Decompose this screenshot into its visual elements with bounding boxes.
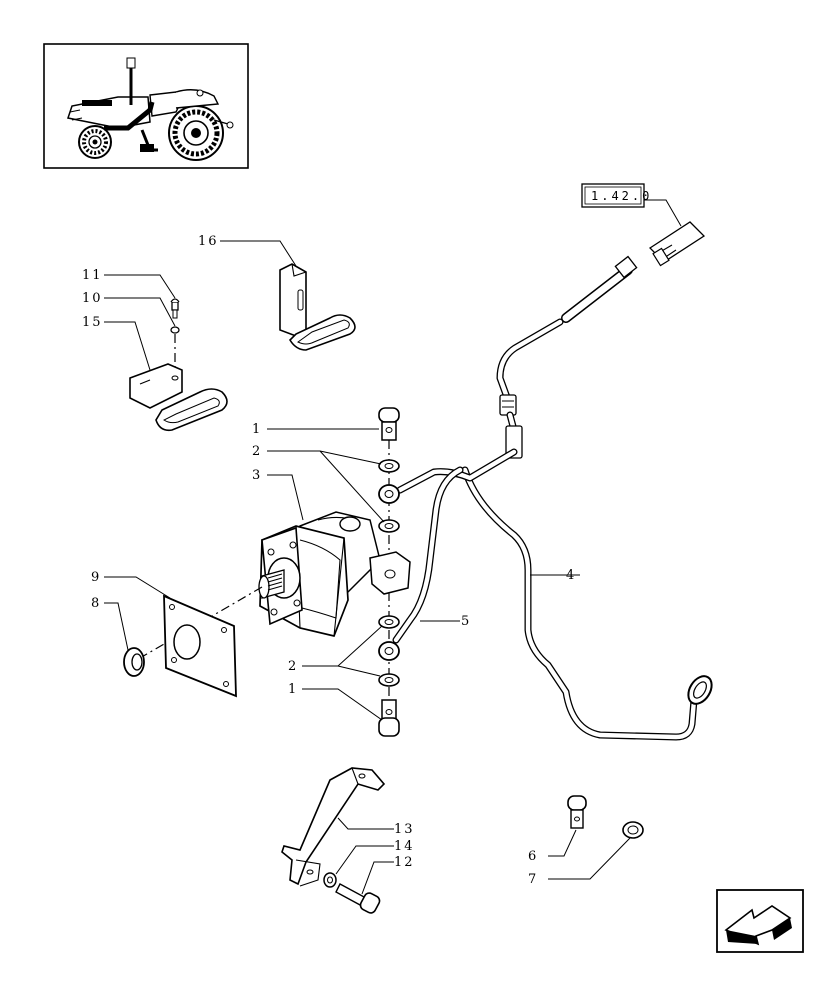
leader-lines bbox=[104, 240, 631, 895]
next-page-arrow-icon[interactable] bbox=[716, 889, 804, 953]
callout-10: 10 bbox=[82, 291, 103, 306]
bracket-16 bbox=[279, 263, 356, 351]
callout-1-top: 1 bbox=[252, 422, 262, 437]
plug-6 bbox=[567, 795, 587, 829]
callout-2-bottom: 2 bbox=[288, 659, 298, 674]
bolt-11 bbox=[171, 301, 179, 311]
tractor-thumbnail bbox=[43, 43, 249, 169]
callout-1-bottom: 1 bbox=[288, 682, 298, 697]
callout-2-top: 2 bbox=[252, 444, 262, 459]
bracket-13 bbox=[281, 767, 386, 887]
callout-13: 13 bbox=[394, 822, 415, 837]
supply-hose bbox=[496, 255, 638, 459]
pipe-4 bbox=[461, 466, 713, 741]
hydraulic-pump bbox=[258, 511, 411, 637]
callout-9: 9 bbox=[91, 570, 101, 585]
callout-6: 6 bbox=[528, 849, 538, 864]
callout-16: 16 bbox=[198, 234, 219, 249]
washer-7 bbox=[622, 821, 644, 839]
hose-end-fitting bbox=[648, 221, 706, 267]
callout-11: 11 bbox=[82, 268, 103, 283]
callout-3: 3 bbox=[252, 468, 262, 483]
shaft-seal bbox=[123, 647, 145, 677]
banjo-bolt-bottom bbox=[378, 699, 400, 737]
banjo-bolt-top bbox=[378, 407, 400, 441]
callout-8: 8 bbox=[91, 596, 101, 611]
bolt-12 bbox=[335, 883, 381, 914]
gasket-plate bbox=[163, 594, 237, 698]
callout-12: 12 bbox=[394, 855, 415, 870]
callout-labels: 16 11 10 15 1 2 3 4 5 9 8 2 1 13 14 12 6… bbox=[82, 234, 576, 887]
callout-4: 4 bbox=[566, 568, 576, 583]
reference-box[interactable]: 1.42.0 bbox=[581, 183, 652, 208]
bracket-15 bbox=[129, 298, 228, 432]
callout-15: 15 bbox=[82, 315, 103, 330]
callout-5: 5 bbox=[461, 614, 471, 629]
callout-7: 7 bbox=[528, 872, 538, 887]
callout-14: 14 bbox=[394, 839, 415, 854]
reference-box-label: 1.42.0 bbox=[591, 189, 652, 203]
pipe-5 bbox=[392, 466, 464, 644]
washer-10 bbox=[170, 326, 180, 334]
